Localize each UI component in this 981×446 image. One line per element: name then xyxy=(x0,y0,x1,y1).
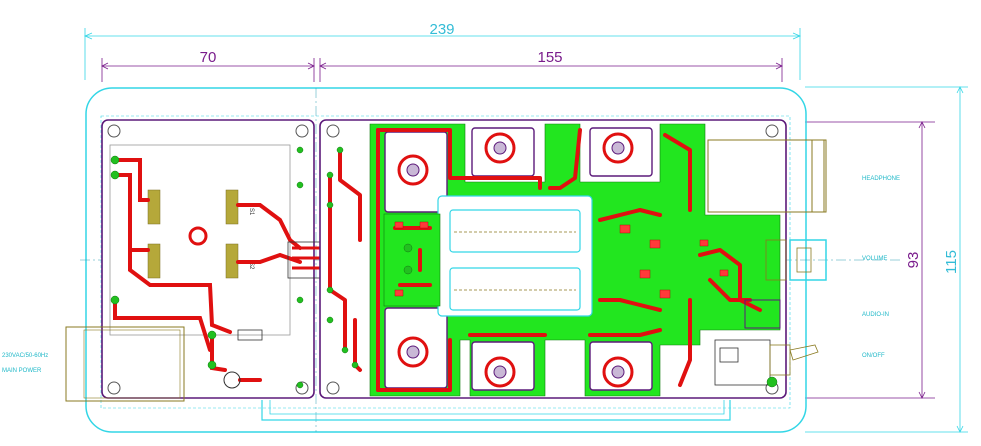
dimension-inner-height-label: 93 xyxy=(905,252,922,269)
dimension-total-height xyxy=(805,86,968,433)
headphone-jack xyxy=(707,139,827,213)
transistor-icon xyxy=(484,356,516,388)
power-switch-body xyxy=(719,347,739,363)
power-pads xyxy=(110,146,304,389)
dimension-inner-height xyxy=(805,121,935,399)
dimension-total-width-label: 239 xyxy=(429,21,454,38)
on-off-label: ON/OFF xyxy=(862,353,885,359)
volume-label: VOLUME xyxy=(862,256,887,262)
resistor-bottom xyxy=(449,267,581,311)
power-transistor-icons xyxy=(397,132,634,388)
transistor-icon xyxy=(602,132,634,164)
dimension-total-height-label: 115 xyxy=(943,250,960,274)
dimension-left-section-label: 70 xyxy=(200,49,217,66)
bridge-rectifier xyxy=(237,329,263,341)
mounting-hole-icon xyxy=(326,124,340,138)
transformer-label-s2: S2 xyxy=(248,262,254,270)
power-input-label-line1: 230VAC/50-60Hz xyxy=(2,353,48,359)
dimension-left-section xyxy=(101,58,315,82)
power-traces xyxy=(113,158,302,382)
power-supply-board: S1 S2 xyxy=(101,119,315,399)
resistor-top xyxy=(449,209,581,253)
audio-in-label: AUDIO-IN xyxy=(862,312,889,318)
input-connector-outline xyxy=(744,299,781,329)
cable-route-inner xyxy=(269,400,725,415)
mounting-hole-icon xyxy=(295,124,309,138)
power-inlet-connector xyxy=(65,326,185,402)
mounting-hole-icon xyxy=(765,124,779,138)
power-input-label-line2: MAIN POWER xyxy=(2,368,42,374)
transistor-icon xyxy=(602,356,634,388)
transformer-center-icon xyxy=(188,226,208,246)
volume-potentiometer xyxy=(765,239,827,281)
mounting-hole-icon xyxy=(107,381,121,395)
dimension-total-width xyxy=(83,28,802,80)
dimension-right-section-label: 155 xyxy=(537,49,562,66)
smd-pads xyxy=(394,221,729,299)
cable-route xyxy=(261,400,731,421)
headphone-label: HEADPHONE xyxy=(862,176,900,182)
electrolytic-capacitor-icon xyxy=(223,371,241,389)
transistor-icon xyxy=(397,336,429,368)
mounting-hole-icon xyxy=(107,124,121,138)
power-switch xyxy=(769,344,819,376)
transistor-icon xyxy=(484,132,516,164)
transistor-icon xyxy=(397,154,429,186)
resistor-bank-area xyxy=(437,195,593,317)
mounting-hole-icon xyxy=(295,381,309,395)
amplifier-board xyxy=(319,119,787,399)
through-hole-pads xyxy=(326,146,413,369)
mounting-hole-icon xyxy=(326,381,340,395)
mounting-standoff-icon xyxy=(766,376,778,388)
transformer-label-s1: S1 xyxy=(248,208,254,216)
dimension-right-section xyxy=(319,58,783,82)
